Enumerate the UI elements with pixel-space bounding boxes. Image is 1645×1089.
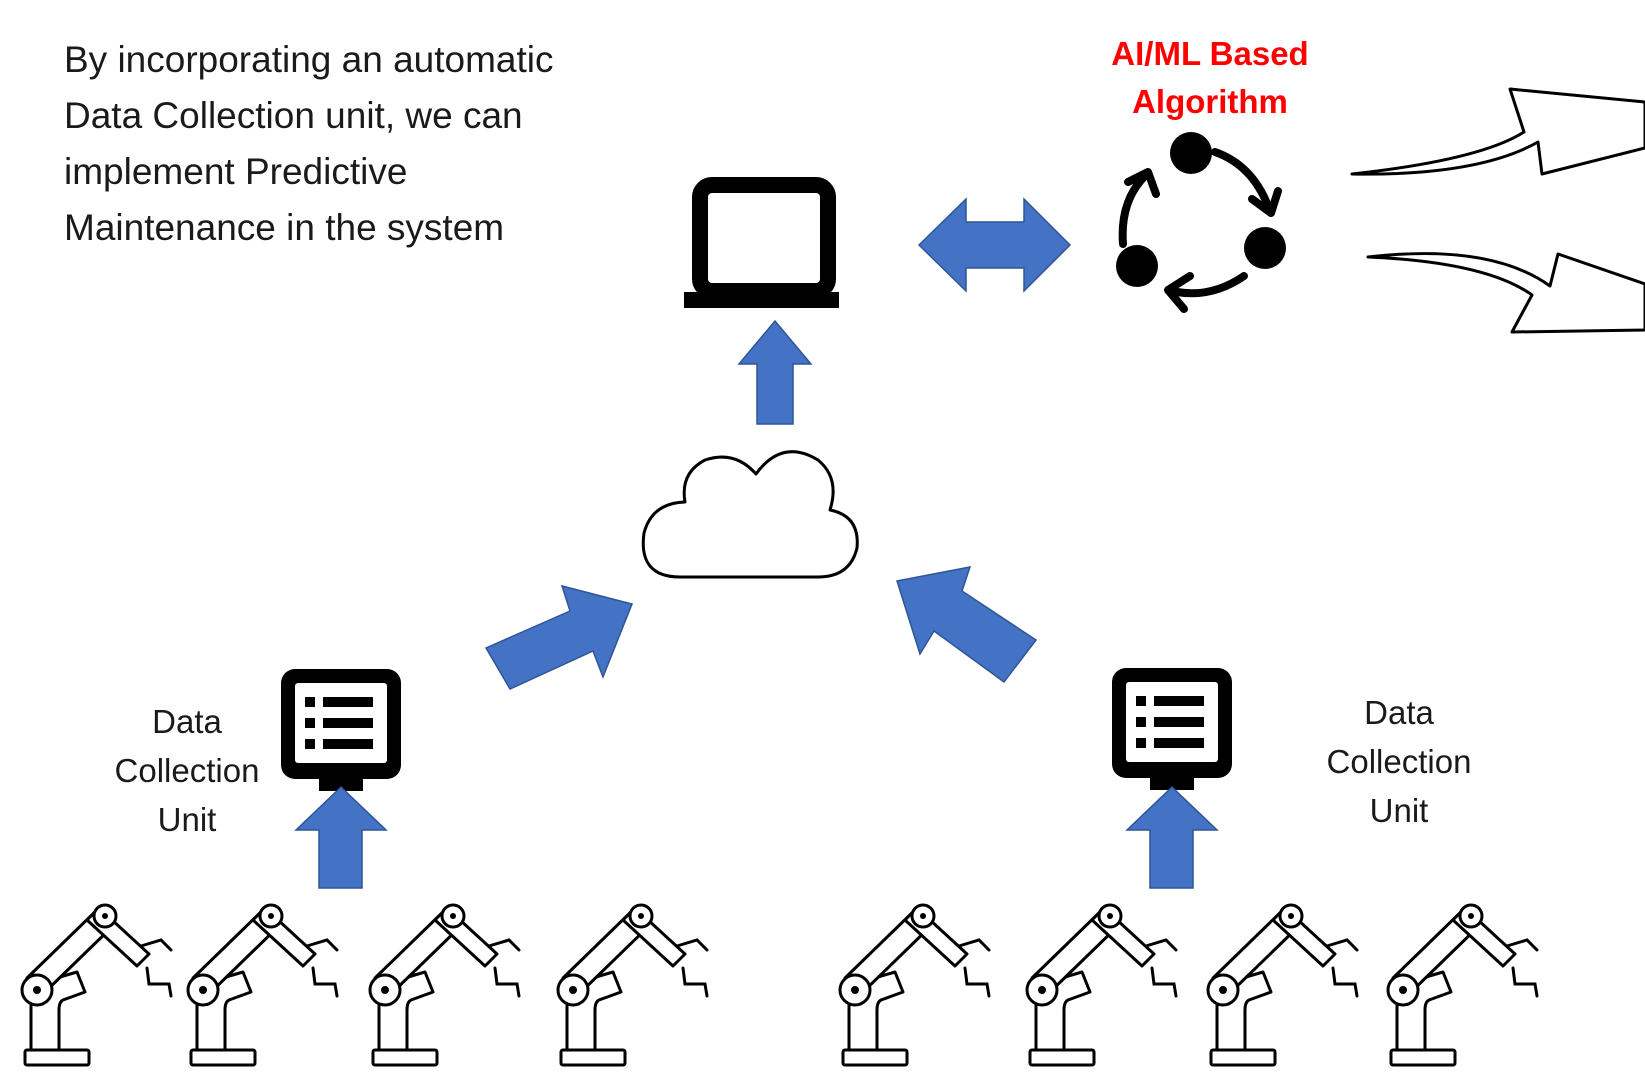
algorithm-label: AI/ML Based Algorithm	[1111, 35, 1309, 120]
robot-arm-icon	[186, 903, 339, 1067]
dcu-label-right: Data Collection Unit	[1304, 688, 1494, 835]
robot-arm-icon	[368, 903, 521, 1067]
arrow-left-robots-to-dcu	[294, 785, 388, 889]
dcu-label-left-line3: Unit	[157, 801, 217, 838]
arrow-left-dcu-to-cloud	[484, 584, 634, 690]
monitor-list-icon	[1112, 668, 1232, 790]
dcu-label-left-line2: Collection	[114, 752, 260, 789]
robot-arm-icon	[20, 903, 173, 1067]
intro-text: By incorporating an automatic Data Colle…	[64, 39, 554, 248]
dcu-label-right-line1: Data	[1364, 694, 1434, 731]
robot-arm-icon	[556, 903, 709, 1067]
monitor-list-icon	[281, 669, 401, 791]
laptop-icon	[684, 177, 839, 308]
outline-curved-arrow-icon	[1350, 87, 1645, 176]
outline-curved-arrow-icon	[1366, 252, 1645, 334]
arrow-cloud-to-laptop	[737, 319, 813, 425]
robot-arm-icon	[1206, 903, 1359, 1067]
robot-arm-icon	[838, 903, 991, 1067]
arrow-right-robots-to-dcu	[1125, 785, 1219, 889]
cycle-algorithm-icon	[1116, 132, 1286, 313]
arrow-right-dcu-to-cloud	[896, 566, 1038, 684]
bidirectional-arrow	[917, 197, 1072, 293]
robot-arm-icon	[1025, 903, 1178, 1067]
dcu-label-left-line1: Data	[152, 703, 222, 740]
cloud-icon	[641, 450, 859, 579]
robot-arm-icon	[1386, 903, 1539, 1067]
dcu-label-left: Data Collection Unit	[92, 697, 282, 844]
dcu-label-right-line3: Unit	[1369, 792, 1429, 829]
dcu-label-right-line2: Collection	[1326, 743, 1472, 780]
